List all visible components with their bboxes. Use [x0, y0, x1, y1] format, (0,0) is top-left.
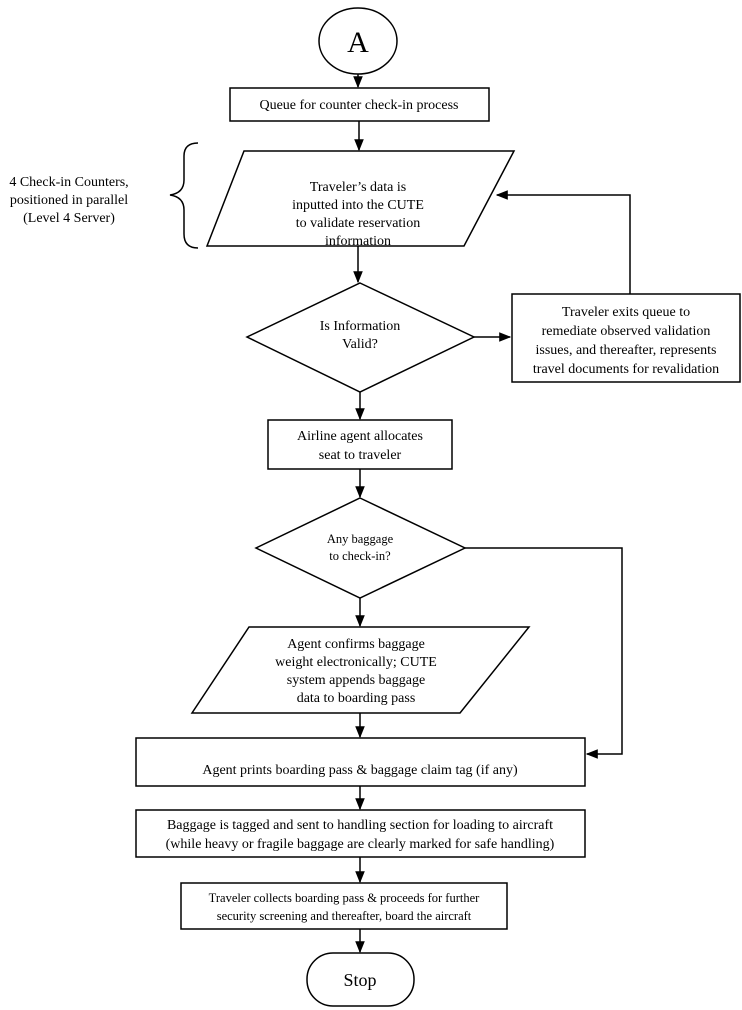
baggage-confirm-parallelogram: Agent confirms baggage weight electronica…	[190, 626, 531, 714]
seat-box-line-0: Airline agent allocates	[297, 429, 423, 444]
stop-label: Stop	[343, 970, 376, 990]
baggage-confirm-line-0: Agent confirms baggage	[287, 637, 425, 652]
print-box-label: Agent prints boarding pass & baggage cla…	[202, 763, 518, 778]
connector-a: A	[318, 7, 398, 75]
data-input-parallelogram: Traveler’s data is inputted into the CUTE…	[205, 150, 516, 249]
seat-box-line-1: seat to traveler	[319, 448, 402, 463]
baggage-decision-line-0: Any baggage	[327, 532, 394, 546]
data-input-line-3: information	[325, 234, 391, 249]
collect-box-label: Traveler collects boarding pass & procee…	[209, 891, 480, 923]
queue-box-line-0: Queue for counter check-in process	[259, 98, 458, 113]
exit-queue-box: Traveler exits queue to remediate observe…	[511, 293, 741, 383]
exit-queue-label: Traveler exits queue to remediate observe…	[533, 305, 719, 377]
counters-annotation-label: 4 Check-in Counters, positioned in parall…	[9, 175, 128, 226]
counters-brace	[169, 142, 199, 249]
counters-annotation-line-2: (Level 4 Server)	[23, 211, 115, 226]
counters-annotation: 4 Check-in Counters, positioned in parall…	[9, 142, 199, 249]
queue-box: Queue for counter check-in process	[229, 87, 490, 122]
seat-allocation-label: Airline agent allocates seat to traveler	[297, 429, 423, 463]
data-input-line-1: inputted into the CUTE	[292, 198, 424, 213]
data-input-line-0: Traveler’s data is	[310, 180, 406, 195]
connector-a-label: A	[347, 26, 369, 59]
queue-box-label: Queue for counter check-in process	[259, 98, 458, 113]
baggage-decision-label: Any baggage to check-in?	[327, 532, 394, 563]
exit-queue-box-line-3: travel documents for revalidation	[533, 362, 719, 377]
baggage-confirm-line-3: data to boarding pass	[297, 691, 416, 706]
collect-box: Traveler collects boarding pass & procee…	[180, 882, 508, 930]
info-valid-decision-line-1: Valid?	[342, 337, 378, 352]
seat-allocation-box: Airline agent allocates seat to traveler	[267, 419, 453, 470]
print-box-line-0: Agent prints boarding pass & baggage cla…	[202, 763, 518, 778]
baggage-confirm-line-2: system appends baggage	[287, 673, 425, 688]
exit-queue-box-line-0: Traveler exits queue to	[562, 305, 690, 320]
edges	[353, 74, 631, 954]
counters-annotation-line-0: 4 Check-in Counters,	[9, 175, 128, 190]
data-input-label: Traveler’s data is inputted into the CUTE…	[292, 180, 424, 249]
collect-box-line-1: security screening and thereafter, board…	[217, 909, 472, 923]
baggage-confirm-line-1: weight electronically; CUTE	[275, 655, 437, 670]
edge-exit-to-input	[495, 190, 631, 294]
counters-annotation-line-1: positioned in parallel	[10, 193, 128, 208]
collect-box-line-0: Traveler collects boarding pass & procee…	[209, 891, 480, 905]
baggage-decision-line-1: to check-in?	[329, 549, 391, 563]
exit-queue-box-line-1: remediate observed validation	[542, 324, 711, 339]
baggage-decision: Any baggage to check-in?	[254, 497, 467, 599]
tag-box-line-0: Baggage is tagged and sent to handling s…	[167, 818, 553, 833]
edge-baggage-to-print	[465, 547, 623, 759]
baggage-tag-box: Baggage is tagged and sent to handling s…	[135, 809, 586, 858]
info-valid-decision-line-0: Is Information	[320, 319, 400, 334]
exit-queue-box-line-2: issues, and thereafter, represents	[536, 343, 717, 358]
stop-terminator: Stop	[306, 952, 415, 1007]
baggage-tag-label: Baggage is tagged and sent to handling s…	[166, 818, 555, 852]
print-box: Agent prints boarding pass & baggage cla…	[135, 737, 586, 787]
tag-box-line-1: (while heavy or fragile baggage are clea…	[166, 837, 555, 852]
data-input-line-2: to validate reservation	[296, 216, 420, 231]
baggage-confirm-label: Agent confirms baggage weight electronica…	[275, 637, 437, 706]
